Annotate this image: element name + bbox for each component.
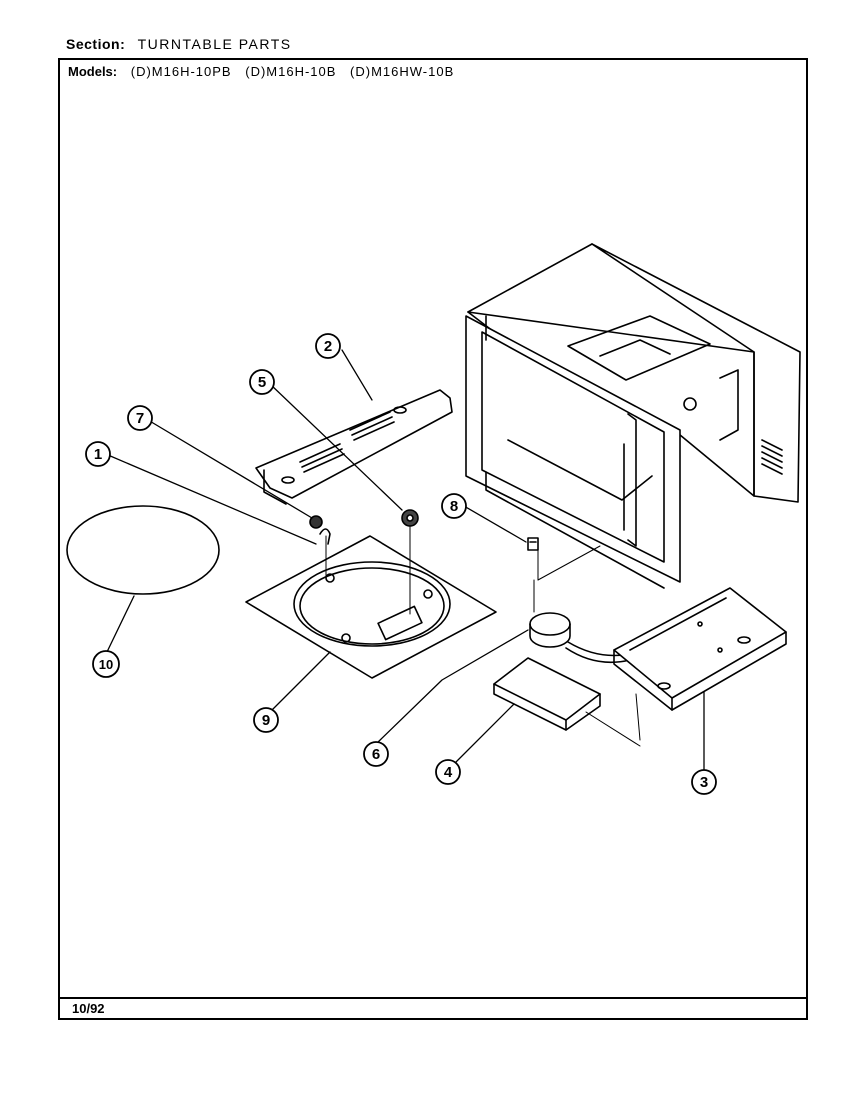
- svg-text:3: 3: [700, 774, 708, 791]
- part-6-motor-drawing: [529, 612, 631, 664]
- callout-8: 8: [441, 493, 467, 519]
- part-1-clip-drawing: [319, 528, 331, 545]
- diagram-frame: Models: (D)M16H-10PB (D)M16H-10B (D)M16H…: [58, 58, 808, 1020]
- section-label: Section:: [66, 36, 126, 52]
- oven-cavity-drawing: [465, 243, 801, 589]
- section-value: TURNTABLE PARTS: [137, 36, 292, 52]
- part-10-glass-tray-drawing: [66, 505, 220, 595]
- part-7-coupler-drawing: [309, 515, 323, 529]
- vent-slots: [761, 439, 783, 475]
- leader-lines: [105, 349, 705, 771]
- callout-6: 6: [363, 741, 389, 767]
- models-label: Models:: [68, 64, 118, 79]
- models-line: Models: (D)M16H-10PB (D)M16H-10B (D)M16H…: [68, 64, 454, 79]
- svg-text:2: 2: [324, 338, 332, 355]
- footer-date: 10/92: [72, 1001, 105, 1016]
- svg-text:9: 9: [262, 712, 270, 729]
- svg-text:4: 4: [444, 764, 453, 781]
- svg-text:7: 7: [136, 410, 144, 427]
- callout-4: 4: [435, 759, 461, 785]
- callout-10: 10: [92, 650, 120, 678]
- svg-text:6: 6: [372, 746, 380, 763]
- callouts: 1 2 3 4 5 6 7 8 9 10: [85, 333, 717, 795]
- callout-7: 7: [127, 405, 153, 431]
- callout-1: 1: [85, 441, 111, 467]
- part-4-cover-drawing: [493, 657, 601, 731]
- callout-2: 2: [315, 333, 341, 359]
- callout-3: 3: [691, 769, 717, 795]
- svg-text:1: 1: [94, 446, 102, 463]
- model-3: (D)M16HW-10B: [350, 64, 455, 79]
- svg-text:5: 5: [258, 374, 266, 391]
- svg-text:8: 8: [450, 498, 458, 515]
- footer-rule: [60, 997, 806, 999]
- callout-5: 5: [249, 369, 275, 395]
- svg-text:10: 10: [99, 657, 113, 672]
- assembly-guide-lines: [325, 525, 641, 747]
- part-9-base-plate-drawing: [245, 535, 497, 679]
- model-1: (D)M16H-10PB: [130, 64, 232, 79]
- part-5-gear-drawing: [401, 509, 419, 527]
- model-2: (D)M16H-10B: [245, 64, 337, 79]
- part-3-bracket-drawing: [613, 587, 787, 711]
- part-2-bracket-drawing: [255, 389, 453, 505]
- section-title: Section: TURNTABLE PARTS: [66, 36, 292, 52]
- bracket-vent-slots: [299, 411, 395, 473]
- callout-9: 9: [253, 707, 279, 733]
- part-8-screw-drawing: [527, 537, 539, 551]
